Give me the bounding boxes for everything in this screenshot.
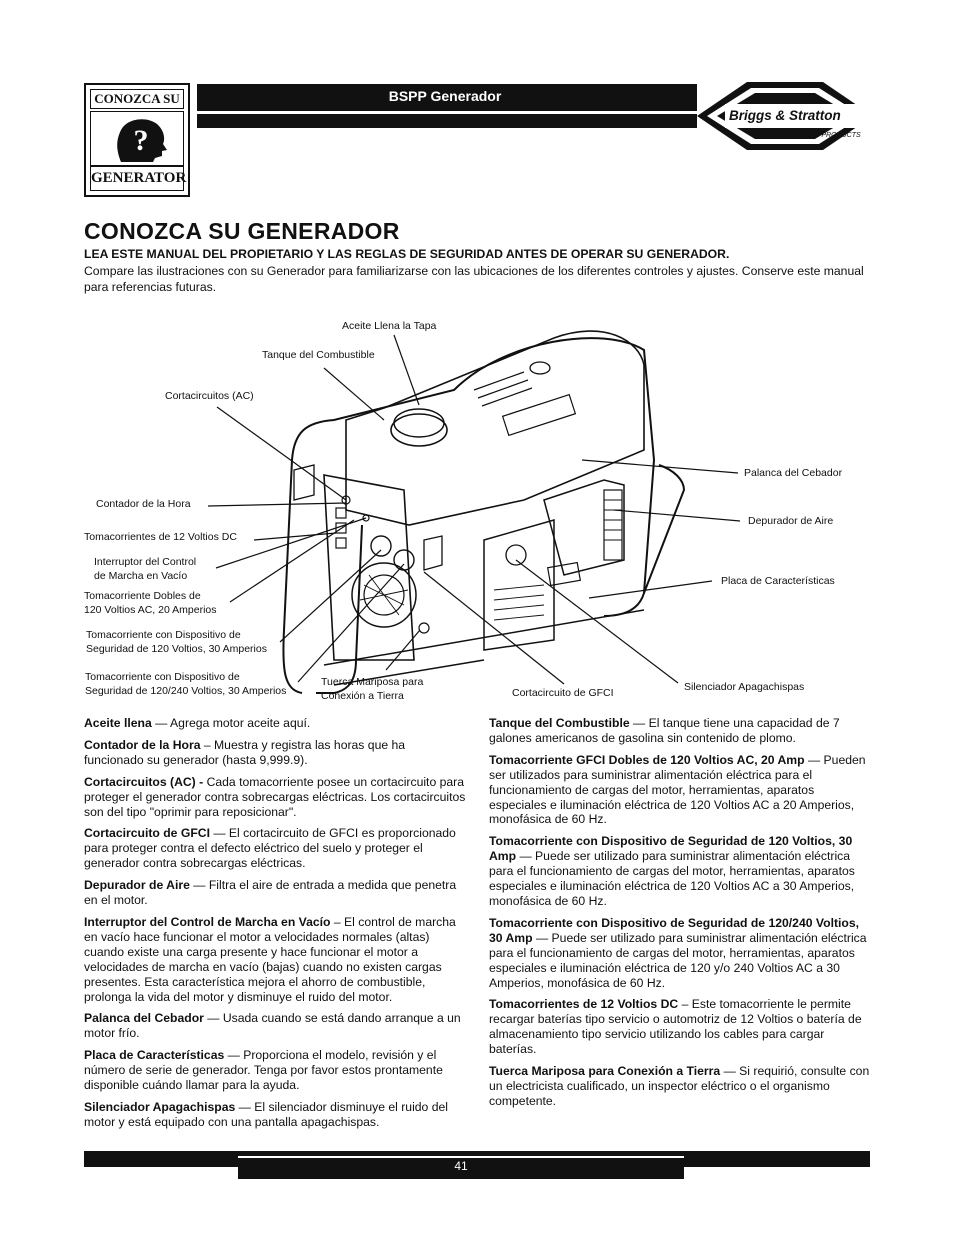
callout-aceite: Aceite Llena la Tapa xyxy=(342,320,437,332)
callout-tuerca-line2: Conexión a Tierra xyxy=(321,689,404,702)
desc-gfci: Cortacircuito de GFCI — El cortacircuito… xyxy=(84,826,468,871)
intro-paragraph: Compare las ilustraciones con su Generad… xyxy=(84,264,864,294)
definition: — Si requirió, consulte con un electrici… xyxy=(489,1064,870,1108)
term: Cortacircuito de GFCI xyxy=(84,826,210,841)
page-title: CONOZCA SU GENERADOR xyxy=(84,218,400,244)
definition: – Este tomacorriente le permite recargar… xyxy=(489,997,862,1057)
callout-seg240-line1: Tomacorriente con Dispositivo de xyxy=(85,671,240,683)
logo-bottom-text: GENERATOR xyxy=(90,165,186,191)
callout-seg240: Tomacorriente con Dispositivo de Segurid… xyxy=(85,671,286,698)
term: Interruptor del Control de Marcha en Vac… xyxy=(84,914,331,929)
header-title: BSPP Generador xyxy=(388,88,502,104)
callout-tuerca-line1: Tuerca Mariposa para xyxy=(321,676,424,688)
callout-dobles: Tomacorriente Dobles de 120 Voltios AC, … xyxy=(84,590,217,617)
desc-cortacircuitos: Cortacircuitos (AC) - Cada tomacorriente… xyxy=(84,775,468,820)
callout-depurador: Depurador de Aire xyxy=(748,515,834,527)
term: Depurador de Aire xyxy=(84,878,190,893)
callout-seg240-line2: Seguridad de 120/240 Voltios, 30 Amperio… xyxy=(85,684,287,697)
callout-tomas-12v: Tomacorrientes de 12 Voltios DC xyxy=(84,531,237,543)
term: Tanque del Combustible xyxy=(489,716,630,730)
logo-top-text: CONOZCA SU xyxy=(90,89,184,109)
question-head-icon: ? xyxy=(90,111,184,167)
term: Placa de Características xyxy=(84,1048,225,1063)
desc-seg120: Tomacorriente con Dispositivo de Segurid… xyxy=(489,834,873,909)
term: Silenciador Apagachispas xyxy=(84,1099,236,1114)
desc-silenciador: Silenciador Apagachispas — El silenciado… xyxy=(84,1100,468,1130)
desc-interruptor: Interruptor del Control de Marcha en Vac… xyxy=(84,915,468,1004)
definition: — El cortacircuito de GFCI es proporcion… xyxy=(84,826,456,871)
conozca-su-generator-logo: CONOZCA SU ? GENERATOR xyxy=(84,83,190,197)
callout-silenciador: Silenciador Apagachispas xyxy=(684,681,805,693)
generator-illustration xyxy=(207,330,741,694)
definition: — Usada cuando se está dando arranque a … xyxy=(84,1011,461,1041)
term: Tomacorrientes de 12 Voltios DC xyxy=(489,997,679,1012)
desc-aceite: Aceite llena — Agrega motor aceite aquí. xyxy=(84,716,468,731)
term: Aceite llena xyxy=(84,716,152,730)
desc-seg240: Tomacorriente con Dispositivo de Segurid… xyxy=(489,916,873,991)
callout-cortacircuitos-ac: Cortacircuitos (AC) xyxy=(165,390,254,402)
footer-rule xyxy=(238,1156,684,1158)
desc-tanque: Tanque del Combustible — El tanque tiene… xyxy=(489,716,873,746)
brand-sub: POWER PRODUCTS xyxy=(793,132,861,139)
callout-contador: Contador de la Hora xyxy=(96,498,191,510)
term: Contador de la Hora xyxy=(84,737,201,752)
header-band-tab xyxy=(298,84,592,112)
definition: — Agrega motor aceite aquí. xyxy=(151,716,311,730)
desc-placa: Placa de Características — Proporciona e… xyxy=(84,1048,468,1093)
desc-gfci-dobles: Tomacorriente GFCI Dobles de 120 Voltios… xyxy=(489,753,873,828)
definition: – Muestra y registra las horas que ha fu… xyxy=(84,737,406,767)
term: Cortacircuitos (AC) - xyxy=(84,774,204,789)
callout-palanca: Palanca del Cebador xyxy=(744,467,843,479)
callout-dobles-line1: Tomacorriente Dobles de xyxy=(84,590,201,602)
definition: — El tanque tiene una capacidad de 7 gal… xyxy=(489,716,840,745)
definition: — Puede ser utilizado para suministrar a… xyxy=(489,849,855,908)
desc-palanca: Palanca del Cebador — Usada cuando se es… xyxy=(84,1011,468,1041)
right-column: Tanque del Combustible — El tanque tiene… xyxy=(489,716,873,1116)
term: Tomacorriente con Dispositivo de Segurid… xyxy=(489,915,860,945)
callout-interruptor-line2: de Marcha en Vacío xyxy=(94,569,188,582)
callout-dobles-line2: 120 Voltios AC, 20 Amperios xyxy=(84,603,217,616)
callout-tanque: Tanque del Combustible xyxy=(262,349,375,361)
definition: — Pueden ser utilizados para suministrar… xyxy=(489,752,866,827)
callout-placa: Placa de Características xyxy=(721,575,835,587)
safety-subheading: LEA ESTE MANUAL DEL PROPIETARIO Y LAS RE… xyxy=(84,247,730,261)
term: Tuerca Mariposa para Conexión a Tierra xyxy=(489,1064,721,1079)
term: Tomacorriente GFCI Dobles de 120 Voltios… xyxy=(489,752,805,767)
desc-tuerca: Tuerca Mariposa para Conexión a Tierra —… xyxy=(489,1064,873,1109)
desc-depurador: Depurador de Aire — Filtra el aire de en… xyxy=(84,878,468,908)
desc-contador: Contador de la Hora – Muestra y registra… xyxy=(84,738,468,768)
callout-seg120-line2: Seguridad de 120 Voltios, 30 Amperios xyxy=(86,642,267,655)
callout-seg120-line1: Tomacorriente con Dispositivo de xyxy=(86,629,241,641)
callout-interruptor: Interruptor del Control de Marcha en Vac… xyxy=(94,556,196,583)
generator-diagram: Aceite Llena la Tapa Tanque del Combusti… xyxy=(84,310,870,710)
brand-name: Briggs & Stratton xyxy=(729,108,841,123)
definition: — Filtra el aire de entrada a medida que… xyxy=(84,878,457,908)
desc-12v: Tomacorrientes de 12 Voltios DC – Este t… xyxy=(489,997,873,1057)
callout-tuerca: Tuerca Mariposa para Conexión a Tierra xyxy=(321,676,423,703)
footer-tab xyxy=(238,1151,684,1179)
definition: — Puede ser utilizado para suministrar a… xyxy=(489,930,867,990)
definition: — Proporciona el modelo, revisión y el n… xyxy=(84,1048,443,1093)
term: Tomacorriente con Dispositivo de Segurid… xyxy=(489,834,853,864)
term: Palanca del Cebador xyxy=(84,1011,204,1026)
svg-text:?: ? xyxy=(134,124,149,157)
callout-gfci: Cortacircuito de GFCI xyxy=(512,687,614,699)
callout-interruptor-line1: Interruptor del Control xyxy=(94,556,197,568)
definition: — El silenciador disminuye el ruido del … xyxy=(84,1099,448,1129)
definition: – El control de marcha en vacío hace fun… xyxy=(84,914,456,1004)
definition: Cada tomacorriente posee un cortacircuit… xyxy=(84,774,466,819)
callout-seg120: Tomacorriente con Dispositivo de Segurid… xyxy=(86,629,267,656)
header-band-rule xyxy=(197,111,697,114)
briggs-stratton-logo: Briggs & Stratton POWER PRODUCTS xyxy=(695,80,875,152)
page-number: 41 xyxy=(454,1159,468,1173)
left-column: Aceite llena — Agrega motor aceite aquí.… xyxy=(84,716,468,1137)
